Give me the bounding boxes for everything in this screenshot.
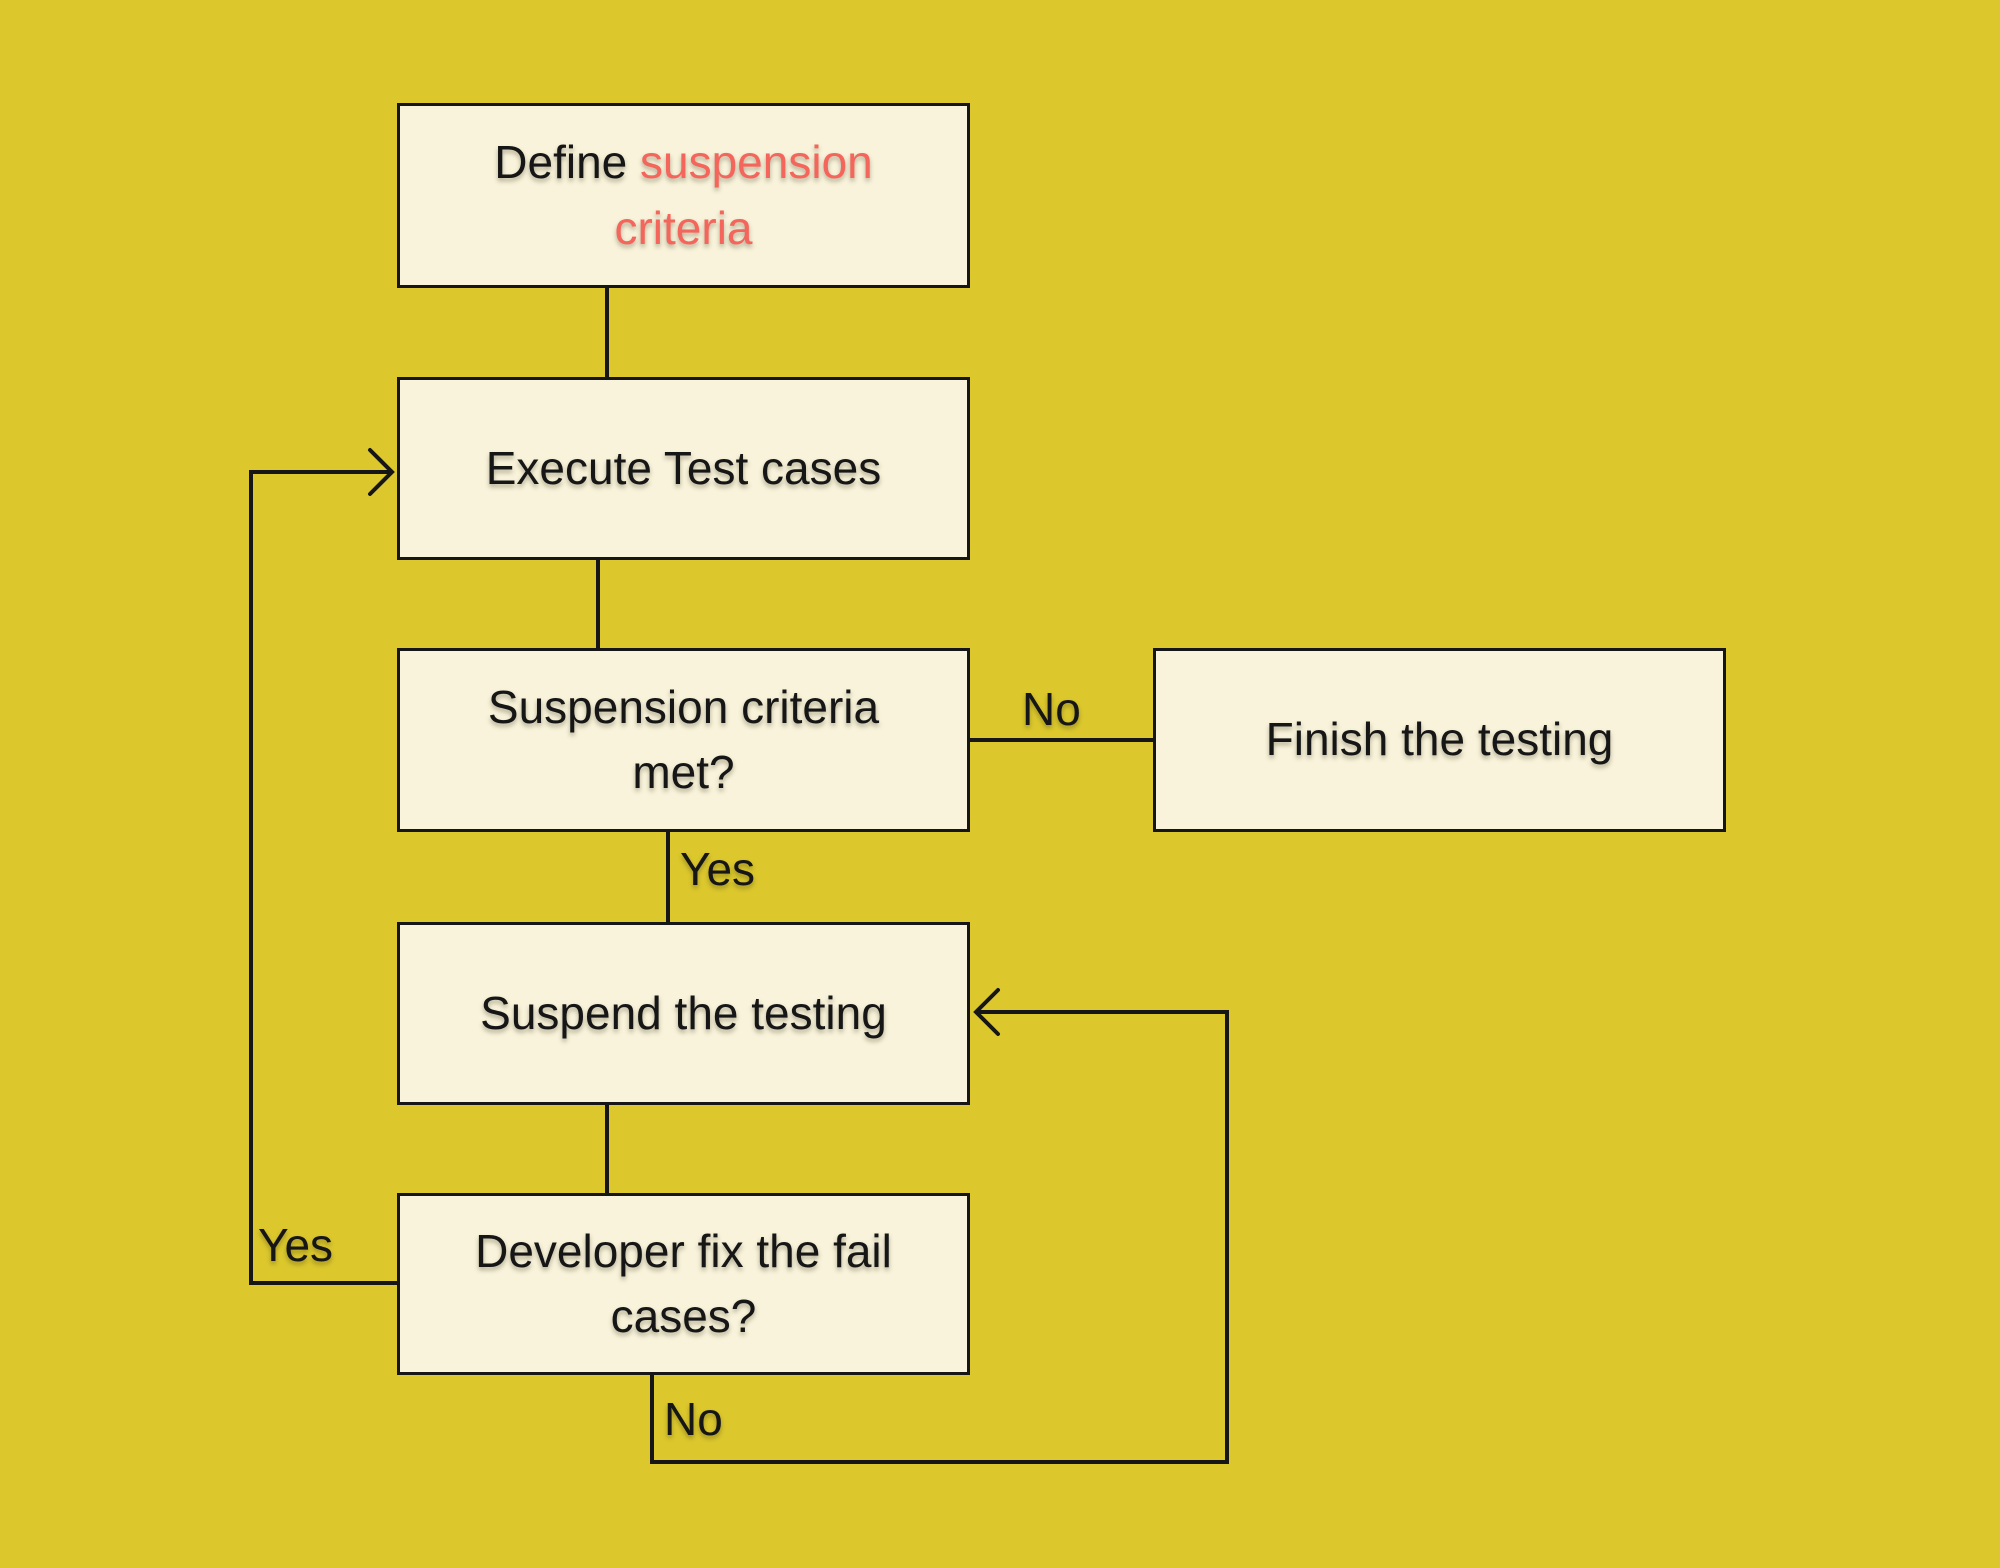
suspend-text: Suspend the testing <box>480 986 887 1039</box>
edge-label-yes-to-suspend: Yes <box>680 843 756 895</box>
execute-text: Execute Test cases <box>485 441 882 494</box>
define-text-black: Define <box>494 136 641 189</box>
arrowhead-into-execute <box>368 448 395 496</box>
node-developer-fix-fail-cases: Developer fix the fail cases? <box>397 1193 970 1375</box>
edge-label-yes-loop: Yes <box>258 1219 334 1271</box>
node-finish-the-testing: Finish the testing <box>1153 648 1726 832</box>
edge-label-no-to-finish: No <box>1022 683 1081 735</box>
node-define-suspension-criteria: Define suspension criteria <box>397 103 970 288</box>
arrowhead-into-suspend <box>973 988 1000 1036</box>
edge-developer-no-loop <box>650 1010 1229 1464</box>
node-define-text: Define suspension criteria <box>440 130 927 261</box>
node-suspension-criteria-met: Suspension criteria met? <box>397 648 970 832</box>
define-text-red: suspension criteria <box>614 136 873 254</box>
criteria-met-text: Suspension criteria met? <box>487 680 880 798</box>
finish-text: Finish the testing <box>1265 713 1614 766</box>
edge-developer-yes-loop <box>249 470 399 1285</box>
developer-fix-text: Developer fix the fail cases? <box>475 1224 892 1342</box>
edge-label-no-loop: No <box>664 1393 723 1445</box>
node-suspend-the-testing: Suspend the testing <box>397 922 970 1105</box>
node-execute-test-cases: Execute Test cases <box>397 377 970 560</box>
